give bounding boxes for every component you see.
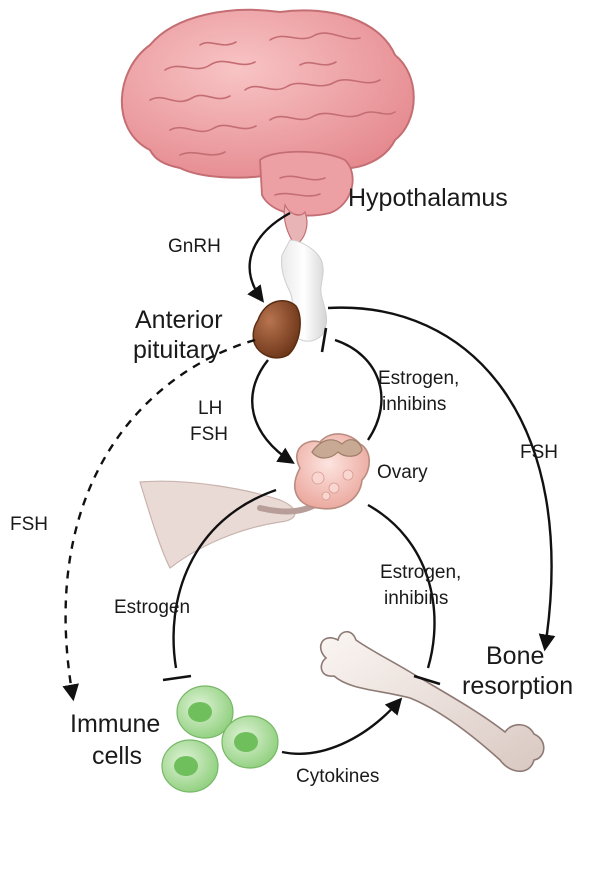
anterior-pituitary-label-line1: Anterior	[135, 306, 223, 334]
fsh-left-label: FSH	[10, 514, 48, 535]
bone-icon	[319, 630, 545, 773]
brain-icon	[120, 8, 415, 246]
ovary-icon	[294, 433, 371, 510]
gnrh-label: GnRH	[168, 236, 221, 257]
pituitary-icon	[252, 239, 328, 359]
immune-cell-icon	[161, 685, 279, 793]
inhibit-bar-top	[320, 327, 328, 353]
anterior-pituitary-label-line2: pituitary	[133, 336, 221, 364]
ovary-label: Ovary	[377, 462, 428, 483]
estrogen-inhibins-top-label-line1: Estrogen,	[378, 368, 459, 389]
hypothalamus-label: Hypothalamus	[348, 184, 508, 212]
lh-label: LH	[198, 398, 222, 419]
estrogen-immune-inhibit	[172, 488, 277, 669]
cytokines-arrow	[281, 697, 403, 755]
bone-resorption-label-line1: Bone	[486, 642, 544, 670]
estrogen-inhibins-feedback-top	[334, 338, 383, 441]
estrogen-inhibins-top-label-line2: inhibins	[382, 394, 446, 415]
inhibit-bar-bone	[413, 674, 441, 686]
estrogen-inhibins-bottom-label-line2: inhibins	[384, 588, 448, 609]
inhibit-bar-immune	[162, 674, 192, 682]
lh-fsh-arrow	[251, 359, 295, 464]
estrogen-label: Estrogen	[114, 597, 190, 618]
estrogen-bone-inhibit	[367, 503, 436, 669]
gnrh-arrow	[247, 211, 291, 303]
bone-resorption-label-line2: resorption	[462, 672, 573, 700]
estrogen-inhibins-bottom-label-line1: Estrogen,	[380, 562, 461, 583]
fsh-right-label: FSH	[520, 442, 558, 463]
fsh-inner-label: FSH	[190, 424, 228, 445]
fsh-immune-arrow	[62, 338, 256, 702]
cytokines-label: Cytokines	[296, 766, 379, 787]
immune-cells-label-line1: Immune	[70, 710, 160, 738]
fsh-bone-arrow	[327, 306, 556, 652]
immune-cells-label-line2: cells	[92, 742, 142, 770]
